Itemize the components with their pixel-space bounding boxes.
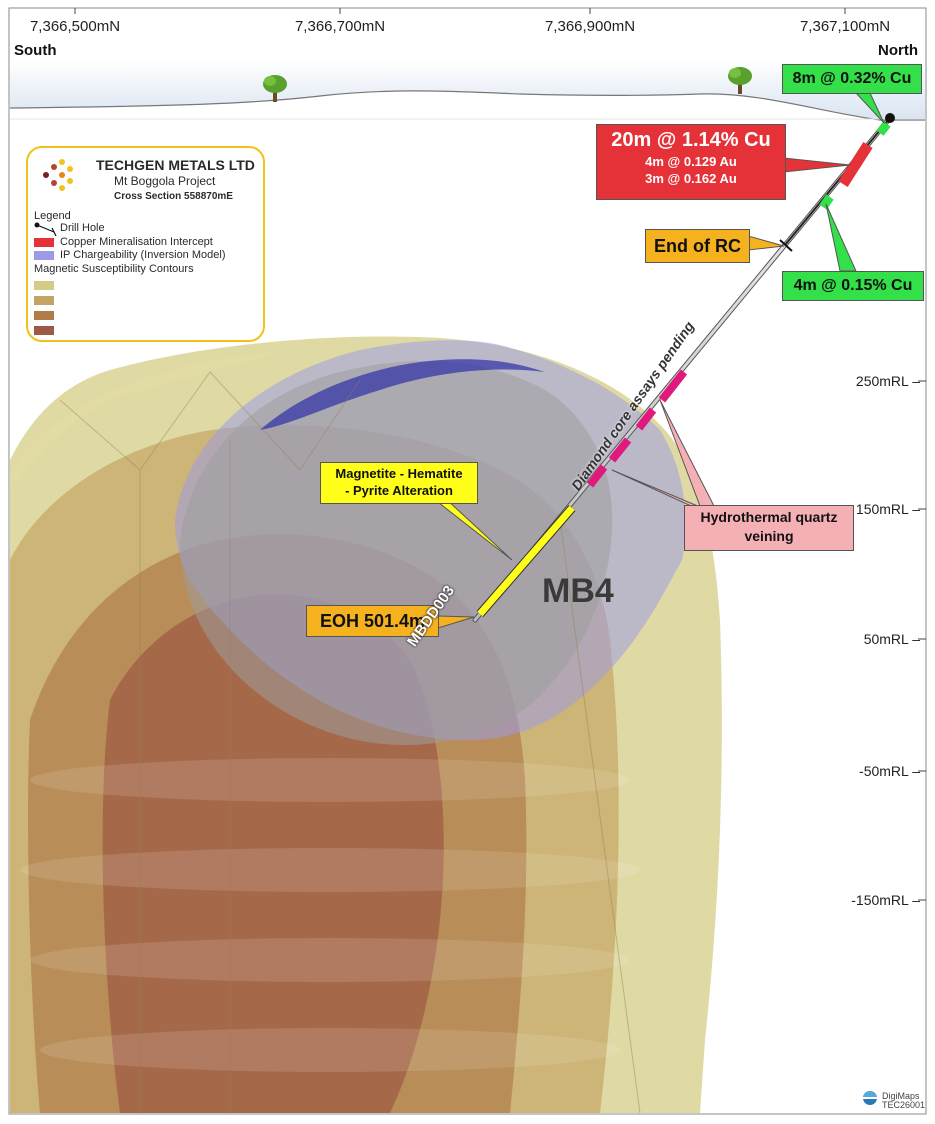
direction-north: North <box>878 42 918 59</box>
legend-item-copper: Copper Mineralisation Intercept <box>34 236 213 248</box>
intercept-main-gold-2: 3m @ 0.162 Au <box>645 171 737 186</box>
legend-item-drill-hole: Drill Hole <box>60 222 105 234</box>
intercept-20m <box>838 142 873 187</box>
copper-swatch <box>34 237 54 247</box>
rl-label: -50mRL – <box>859 763 920 779</box>
alteration-line-2: - Pyrite Alteration <box>345 483 453 498</box>
section-name: Cross Section 558870mE <box>114 191 233 202</box>
legend-item-ip: IP Chargeability (Inversion Model) <box>34 249 225 261</box>
rl-label: 150mRL – <box>855 501 920 517</box>
rl-label: 50mRL – <box>863 631 920 647</box>
callout-intercept-lower: 4m @ 0.15% Cu <box>782 271 924 301</box>
ground-surface-line <box>9 90 925 121</box>
legend-title: Legend <box>34 210 71 222</box>
northing-label: 7,366,500mN <box>29 18 121 35</box>
rl-label: -150mRL – <box>851 892 920 908</box>
tree-icon <box>728 67 752 94</box>
rl-ticks <box>918 380 926 901</box>
callout-intercept-top: 8m @ 0.32% Cu <box>782 64 922 94</box>
northing-label: 7,367,100mN <box>799 18 891 35</box>
ip-swatch <box>34 250 54 260</box>
legend-panel: TECHGEN METALS LTD Mt Boggola Project Cr… <box>26 146 265 342</box>
northing-label: 7,366,700mN <box>294 18 386 35</box>
direction-south: South <box>14 42 57 59</box>
veining-line-1: Hydrothermal quartz <box>700 509 838 525</box>
intercept-8m <box>876 121 891 136</box>
callout-end-of-rc: End of RC <box>645 229 750 263</box>
vein-interval <box>635 407 657 431</box>
digimaps-brand: DigiMaps <box>882 1091 920 1101</box>
ip-core <box>180 360 613 746</box>
callout-eoh: EOH 501.4m <box>306 605 439 637</box>
callout-veining: Hydrothermal quartz veining <box>684 505 854 551</box>
northing-label: 7,366,900mN <box>544 18 636 35</box>
northing-ticks <box>74 8 846 14</box>
rl-label: 250mRL – <box>855 373 920 389</box>
contour-swatch <box>34 324 60 336</box>
project-name: Mt Boggola Project <box>114 174 216 188</box>
mag-contour-outer-highlight <box>10 350 290 490</box>
callout-intercept-main: 20m @ 1.14% Cu 4m @ 0.129 Au 3m @ 0.162 … <box>596 124 786 200</box>
contour-swatch <box>34 294 60 306</box>
digimaps-credit: DigiMaps TEC26001 <box>882 1092 925 1110</box>
sky-band <box>10 60 925 120</box>
company-name: TECHGEN METALS LTD <box>96 157 255 173</box>
ip-dark-cap <box>260 359 545 430</box>
contour-facets <box>59 371 641 1114</box>
intercept-main-copper: 20m @ 1.14% Cu <box>611 129 771 151</box>
digimaps-code: TEC26001 <box>882 1100 926 1110</box>
techgen-logo-icon <box>43 159 73 191</box>
digimaps-logo-icon <box>863 1091 877 1105</box>
contour-swatch <box>34 279 60 291</box>
target-label: MB4 <box>542 572 614 610</box>
alteration-interval <box>477 505 575 617</box>
contours-title: Magnetic Susceptibility Contours <box>34 263 194 275</box>
contour-banding <box>20 758 640 1072</box>
vein-interval <box>586 464 608 488</box>
collar-icon <box>885 113 895 123</box>
intercept-4m <box>819 194 834 210</box>
vein-interval <box>608 437 632 463</box>
tree-icon <box>263 75 287 102</box>
intercept-main-gold-1: 4m @ 0.129 Au <box>645 154 737 169</box>
vein-interval <box>658 369 688 403</box>
drill-hole-legend-icon <box>34 222 57 236</box>
contour-swatch <box>34 309 60 321</box>
veining-line-2: veining <box>744 528 794 544</box>
callout-alteration: Magnetite - Hematite - Pyrite Alteration <box>320 462 478 504</box>
alteration-line-1: Magnetite - Hematite <box>335 466 463 481</box>
end-of-rc-tick <box>779 239 793 252</box>
